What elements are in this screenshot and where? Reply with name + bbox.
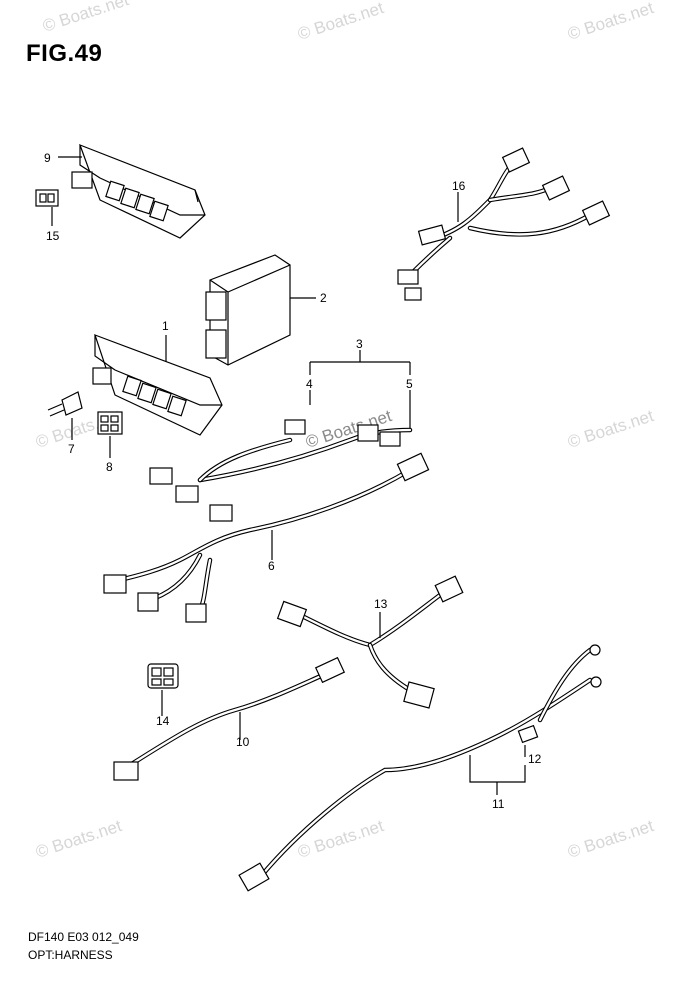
small-connector-drawing — [35, 189, 59, 226]
watermark: © Boats.net — [565, 816, 656, 862]
part-label-4: 4 — [306, 377, 313, 391]
watermarks: © Boats.net © Boats.net © Boats.net © Bo… — [33, 0, 656, 862]
diagram-name: OPT:HARNESS — [28, 948, 113, 962]
part-label-12: 12 — [528, 752, 542, 766]
terminal-cap-drawing — [47, 391, 83, 440]
harness-13-drawing — [276, 575, 464, 709]
part-label-8: 8 — [106, 460, 113, 474]
watermark: © Boats.net — [33, 816, 124, 862]
harness-10-drawing — [113, 656, 346, 781]
part-label-6: 6 — [268, 559, 275, 573]
part-label-5: 5 — [406, 377, 413, 391]
relay-box-lower-drawing — [92, 333, 223, 436]
part-label-14: 14 — [156, 714, 170, 728]
callout-bracket-3 — [309, 350, 411, 430]
part-label-9: 9 — [44, 151, 51, 165]
watermark: © Boats.net — [565, 406, 656, 452]
watermark: © Boats.net — [40, 0, 131, 36]
part-label-11: 11 — [492, 797, 505, 811]
part-label-13: 13 — [374, 597, 388, 611]
part-label-10: 10 — [236, 735, 250, 749]
control-module-drawing — [205, 254, 316, 366]
connector-14-drawing — [147, 663, 179, 716]
part-label-1: 1 — [162, 319, 169, 333]
diagram-code: DF140 E03 012_049 — [28, 930, 139, 944]
part-label-3: 3 — [356, 337, 363, 351]
part-label-7: 7 — [68, 442, 75, 456]
harness-16-drawing — [397, 147, 611, 301]
harness-6-drawing — [103, 419, 430, 623]
watermark: © Boats.net — [295, 0, 386, 44]
watermark: © Boats.net — [295, 816, 386, 862]
relay-box-upper-drawing — [58, 143, 206, 239]
watermark: © Boats.net — [565, 0, 656, 44]
coupler-drawing — [97, 411, 123, 458]
harness-11-drawing — [238, 644, 602, 892]
part-label-15: 15 — [46, 229, 60, 243]
part-label-2: 2 — [320, 291, 327, 305]
figure-title: FIG.49 — [26, 40, 103, 67]
part-label-16: 16 — [452, 179, 466, 193]
